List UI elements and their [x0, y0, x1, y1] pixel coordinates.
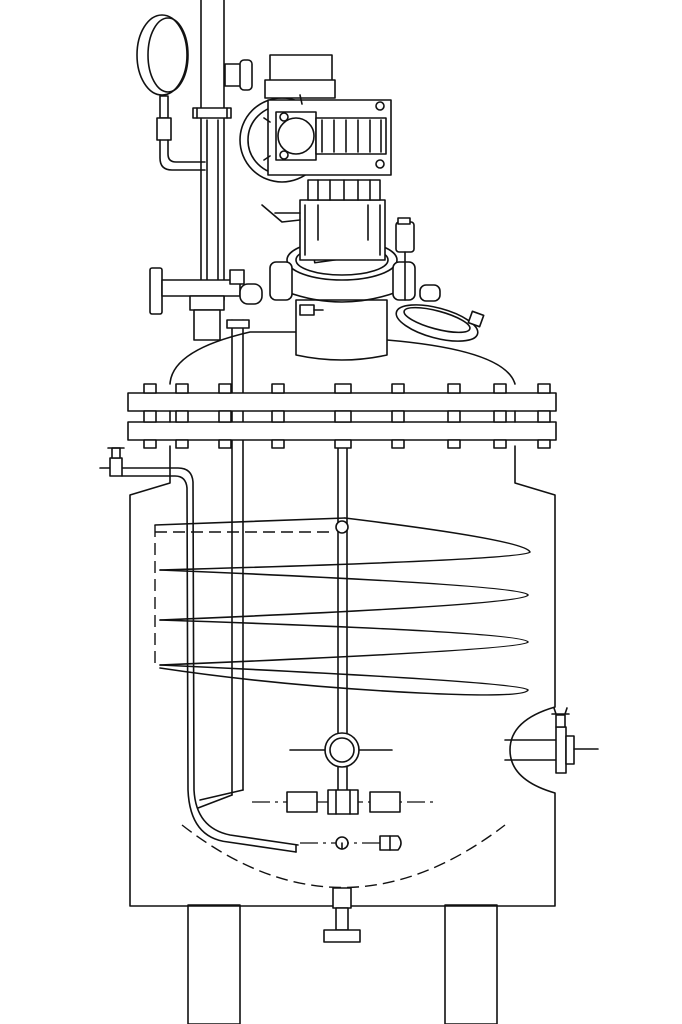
reducer	[261, 179, 386, 261]
dip-pipe	[99, 447, 299, 853]
support-legs	[187, 904, 498, 1024]
heating-coil	[154, 517, 531, 696]
agitator-shaft	[289, 439, 393, 793]
jacket	[129, 445, 556, 907]
impeller	[252, 789, 435, 851]
sight-glass	[395, 217, 485, 342]
side-nozzle	[504, 707, 599, 774]
bottom-outlet-valve	[323, 887, 361, 943]
vertical-pipe	[192, 0, 253, 301]
pressure-gauge	[136, 14, 206, 171]
vessel-lid	[169, 331, 516, 385]
side-valve	[149, 267, 263, 341]
body-flange	[127, 383, 557, 449]
geared-motor	[239, 54, 392, 183]
